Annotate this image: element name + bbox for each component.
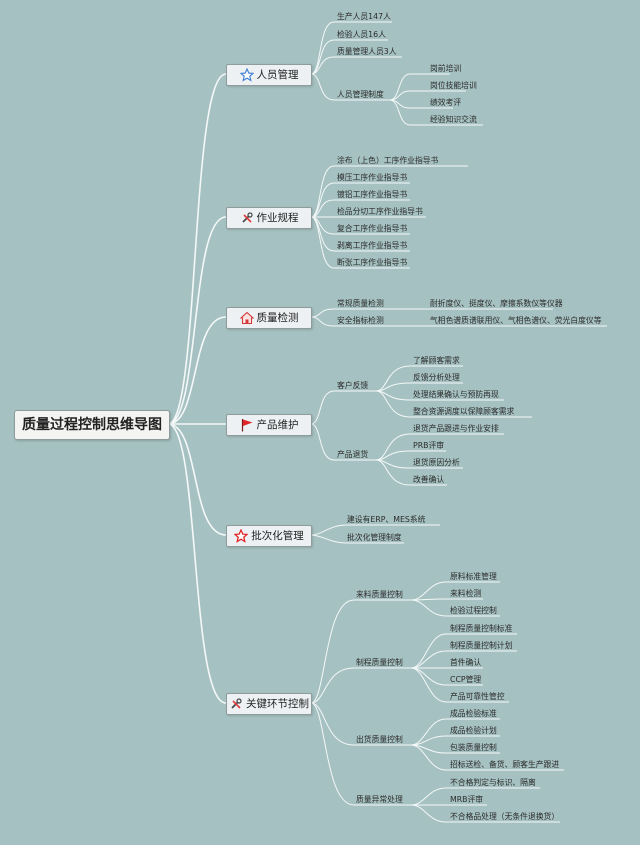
topic-key-control-label: 关键环节控制: [246, 698, 309, 710]
subtopic[interactable]: 检验人员16人: [337, 30, 386, 39]
subtopic[interactable]: 质量管理人员3人: [337, 47, 397, 56]
leaf-topic[interactable]: 制程质量控制计划: [450, 641, 513, 650]
leaf-topic[interactable]: 经验知识交流: [430, 115, 477, 124]
leaf-topic[interactable]: PRB评审: [413, 441, 445, 450]
subtopic[interactable]: 来料质量控制: [356, 590, 403, 599]
topic-maintenance-label: 产品维护: [256, 419, 299, 431]
topic-batch-label: 批次化管理: [251, 530, 304, 542]
subtopic[interactable]: 镀铝工序作业指导书: [337, 190, 408, 199]
subtopic[interactable]: 质量异常处理: [356, 795, 403, 804]
leaf-topic[interactable]: 了解顾客需求: [413, 356, 460, 365]
topic-maintenance[interactable]: 产品维护: [226, 414, 312, 436]
leaf-topic[interactable]: 首件确认: [450, 658, 482, 667]
subtopic[interactable]: 检品分切工序作业指导书: [337, 207, 423, 216]
subtopic[interactable]: 出货质量控制: [356, 735, 403, 744]
leaf-topic[interactable]: 整合资源调度以保障顾客需求: [413, 407, 515, 416]
leaf-topic[interactable]: 退货产品跟进与作业安排: [413, 424, 499, 433]
subtopic[interactable]: 客户反馈: [337, 381, 369, 390]
leaf-topic[interactable]: 包装质量控制: [450, 743, 497, 752]
tools-icon: [241, 212, 253, 223]
leaf-topic[interactable]: 原料标准管理: [450, 572, 497, 581]
topic-inspection[interactable]: 质量检测: [226, 307, 312, 329]
subtopic[interactable]: 批次化管理制度: [347, 533, 402, 542]
topic-personnel-label: 人员管理: [256, 69, 299, 81]
leaf-topic[interactable]: 反馈分析处理: [413, 373, 460, 382]
subtopic[interactable]: 涂布（上色）工序作业指导书: [337, 156, 439, 165]
subtopic[interactable]: 建设有ERP、MES系统: [347, 515, 426, 524]
subtopic[interactable]: 生产人员147人: [337, 12, 391, 21]
leaf-topic[interactable]: 处理结果确认与预防再现: [413, 390, 499, 399]
home-icon: [239, 311, 254, 325]
leaf-topic[interactable]: 岗前培训: [430, 64, 462, 73]
red-flag-icon: [241, 419, 252, 432]
leaf-topic[interactable]: 气相色谱质谱联用仪、气相色谱仪、荧光白度仪等: [430, 316, 602, 325]
topic-inspection-label: 质量检测: [256, 312, 299, 324]
topic-personnel[interactable]: 人员管理: [226, 64, 312, 86]
subtopic[interactable]: 产品退货: [337, 450, 369, 459]
leaf-topic[interactable]: 制程质量控制标准: [450, 624, 513, 633]
leaf-topic[interactable]: 耐折度仪、挺度仪、摩擦系数仪等仪器: [430, 299, 563, 308]
leaf-topic[interactable]: 招标送检、备货、顾客生产跟进: [450, 760, 560, 769]
leaf-topic[interactable]: 不合格判定与标识、隔离: [450, 778, 536, 787]
topic-procedures-label: 作业规程: [256, 212, 299, 224]
subtopic[interactable]: 复合工序作业指导书: [337, 224, 408, 233]
star-outline-icon: [239, 68, 254, 82]
leaf-topic[interactable]: 不合格品处理（无条件退换货）: [450, 812, 560, 821]
root-topic[interactable]: 质量过程控制思维导图: [14, 410, 170, 440]
red-star-icon: [234, 529, 249, 543]
subtopic[interactable]: 模压工序作业指导书: [337, 173, 408, 182]
leaf-topic[interactable]: 成品检验标准: [450, 709, 497, 718]
leaf-topic[interactable]: MRB评审: [450, 795, 484, 804]
leaf-topic[interactable]: 岗位技能培训: [430, 81, 477, 90]
subtopic[interactable]: 制程质量控制: [356, 658, 403, 667]
leaf-topic[interactable]: CCP管理: [450, 675, 482, 684]
leaf-topic[interactable]: 绩效考评: [430, 98, 462, 107]
leaf-topic[interactable]: 来料检测: [450, 589, 482, 598]
leaf-topic[interactable]: 改善确认: [413, 475, 445, 484]
subtopic[interactable]: 常规质量检测: [337, 299, 384, 308]
topic-procedures[interactable]: 作业规程: [226, 207, 312, 229]
leaf-topic[interactable]: 检验过程控制: [450, 606, 497, 615]
subtopic[interactable]: 人员管理制度: [337, 90, 384, 99]
tools-icon: [231, 698, 242, 709]
topic-batch[interactable]: 批次化管理: [226, 525, 312, 547]
subtopic[interactable]: 剥离工序作业指导书: [337, 241, 408, 250]
leaf-topic[interactable]: 产品可靠性管控: [450, 692, 505, 701]
topic-key-control[interactable]: 关键环节控制: [226, 693, 312, 715]
leaf-topic[interactable]: 成品检验计划: [450, 726, 497, 735]
subtopic[interactable]: 断张工序作业指导书: [337, 258, 408, 267]
subtopic[interactable]: 安全指标检测: [337, 316, 384, 325]
leaf-topic[interactable]: 退货原因分析: [413, 458, 460, 467]
